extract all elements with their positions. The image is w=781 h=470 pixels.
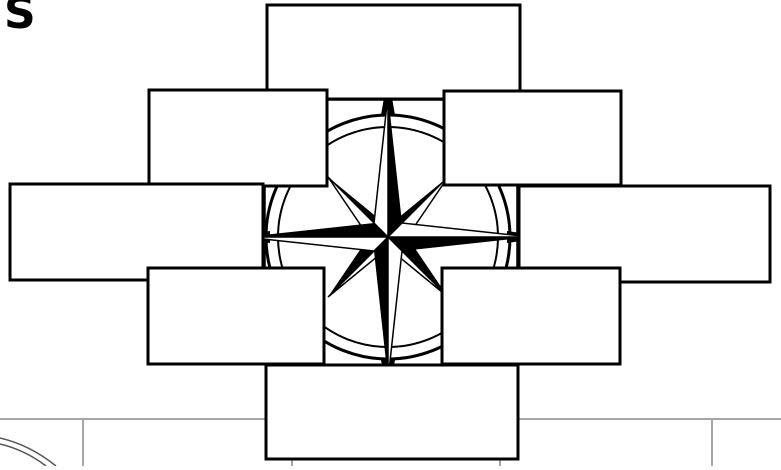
label-box-lower-left[interactable] [148, 268, 324, 364]
label-box-left[interactable] [10, 184, 263, 280]
label-box-upper-left[interactable] [149, 90, 327, 186]
label-box-top[interactable] [267, 5, 520, 99]
corner-letter: S [4, 0, 36, 36]
label-box-lower-right[interactable] [442, 268, 620, 364]
label-box-bottom[interactable] [266, 365, 518, 459]
label-box-upper-right[interactable] [444, 91, 621, 185]
